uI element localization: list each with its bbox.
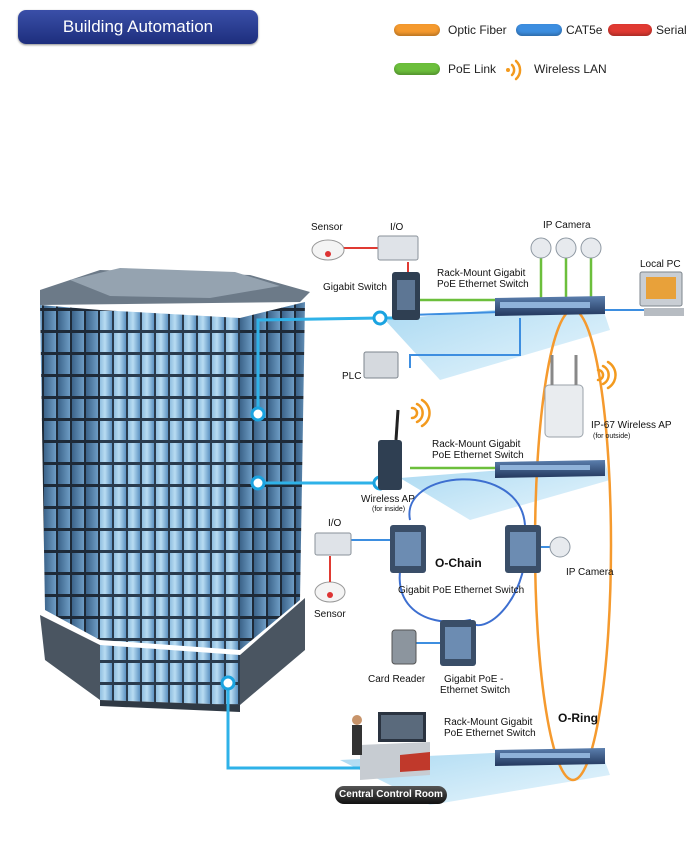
label-rack-mount-1-line1: Rack-Mount Gigabit	[437, 268, 526, 279]
label-rack-mount-3-line1: Rack-Mount Gigabit	[444, 717, 533, 728]
page-title: Building Automation	[18, 10, 258, 44]
label-gigabit-switch: Gigabit Switch	[323, 282, 387, 293]
label-gigabit-poe-2-line2: Ethernet Switch	[440, 685, 511, 696]
office-building	[40, 268, 310, 712]
label-o-ring: O-Ring	[558, 711, 598, 725]
label-local-pc: Local PC	[640, 259, 681, 270]
gigabit-switch-device	[392, 272, 420, 320]
label-ip-camera-top: IP Camera	[543, 220, 591, 231]
label-o-chain: O-Chain	[435, 556, 482, 570]
label-rack-mount-2-line1: Rack-Mount Gigabit	[432, 439, 521, 450]
legend-wireless-lan-label: Wireless LAN	[534, 62, 607, 76]
label-plc: PLC	[342, 371, 362, 382]
plc-device	[363, 351, 399, 379]
o-chain-loop	[398, 478, 528, 627]
wireless-signal-icons	[410, 360, 617, 428]
label-sensor-top: Sensor	[311, 222, 343, 233]
io-mid-device	[314, 532, 352, 556]
label-wireless-ap: Wireless AP	[361, 494, 415, 505]
o-chain-switch-right	[505, 525, 541, 573]
label-io-top: I/O	[390, 222, 404, 233]
control-room-scene	[352, 712, 430, 780]
o-chain-switch-left	[390, 525, 426, 573]
legend-poe-link-swatch	[394, 63, 440, 75]
poe-links	[410, 258, 593, 470]
label-card-reader: Card Reader	[368, 674, 426, 685]
label-sensor-mid: Sensor	[314, 609, 346, 620]
label-gigabit-poe-2-line1: Gigabit PoE -	[444, 674, 504, 685]
sensor-top-device	[311, 239, 345, 261]
wireless-lan-icon	[506, 59, 522, 81]
label-io-mid: I/O	[328, 518, 342, 529]
label-rack-mount-2-line2: PoE Ethernet Switch	[432, 450, 524, 461]
io-top-device	[377, 235, 419, 261]
label-gigabit-poe-switch: Gigabit PoE Ethernet Switch	[398, 585, 525, 596]
serial-links	[340, 247, 409, 272]
label-ip67-ap-note: (for outside)	[593, 433, 631, 440]
legend-optic-fiber-label: Optic Fiber	[448, 23, 507, 37]
local-pc-device	[639, 271, 684, 316]
rack-switch-1	[495, 296, 605, 316]
card-reader-device	[391, 629, 417, 665]
ip67-wireless-ap-device	[544, 355, 584, 438]
label-ip67-ap: IP-67 Wireless AP	[591, 420, 672, 431]
label-ip-camera-mid: IP Camera	[566, 567, 614, 578]
rack-switch-3	[495, 748, 605, 766]
sensor-mid-device	[314, 581, 346, 603]
rack-switch-2	[495, 460, 605, 478]
label-rack-mount-1-line2: PoE Ethernet Switch	[437, 279, 529, 290]
legend-cat5e-label: CAT5e	[566, 23, 603, 37]
label-central-control-room: Central Control Room	[335, 786, 447, 804]
legend-poe-link-label: PoE Link	[448, 62, 497, 76]
gigabit-poe-switch-bottom	[440, 620, 476, 666]
legend-serial-label: Serial	[656, 23, 687, 37]
ip-camera-mid-device	[549, 536, 571, 558]
ip-cameras-top	[530, 237, 602, 259]
label-wireless-ap-note: (for inside)	[372, 506, 406, 513]
wireless-ap-inside-device	[378, 409, 402, 490]
label-rack-mount-3-line2: PoE Ethernet Switch	[444, 728, 536, 739]
legend-cat5e-swatch	[516, 24, 562, 36]
legend-optic-fiber-swatch	[394, 24, 440, 36]
legend-serial-swatch	[608, 24, 652, 36]
